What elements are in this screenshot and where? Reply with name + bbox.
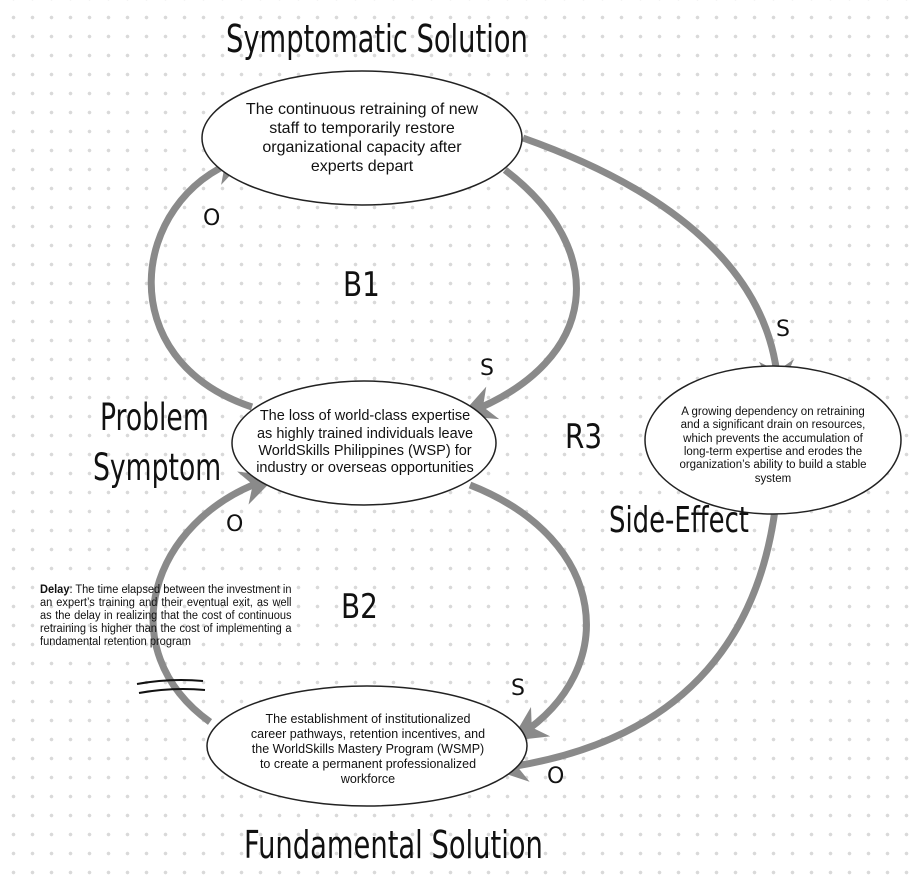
link-problem-to-fundamental <box>468 481 590 741</box>
side-effect-node-text: A growing dependency on retraining and a… <box>679 405 867 485</box>
link-symptomatic-to-side-effect <box>521 134 794 396</box>
polarity-problem-to-symptomatic: O <box>203 206 221 231</box>
symptomatic-node-text: The continuous retraining of new staff t… <box>245 100 479 176</box>
polarity-side-effect-to-fundamental: O <box>547 764 565 789</box>
fundamental-solution-heading: Fundamental Solution <box>244 823 543 867</box>
problem-symptom-heading-line2: Symptom <box>93 446 222 489</box>
symptomatic-solution-heading: Symptomatic Solution <box>226 17 528 61</box>
polarity-symptomatic-to-side-effect: S <box>776 317 790 342</box>
side-effect-heading: Side-Effect <box>609 500 749 541</box>
delay-note: Delay: The time elapsed between the inve… <box>40 584 292 649</box>
link-side-effect-to-fundamental <box>492 509 779 782</box>
polarity-fundamental-to-problem: O <box>226 512 244 537</box>
loop-label-r3: R3 <box>565 417 603 457</box>
loop-label-b1: B1 <box>343 265 380 305</box>
problem-node-shape <box>231 380 497 506</box>
link-problem-to-symptomatic <box>147 152 254 411</box>
link-symptomatic-to-problem <box>460 167 580 420</box>
side-effect-node-shape <box>644 365 902 515</box>
polarity-problem-to-fundamental: S <box>511 676 525 701</box>
problem-symptom-heading-line1: Problem <box>100 396 209 439</box>
fundamental-node-text: The establishment of institutionalized c… <box>250 711 486 786</box>
fundamental-node-shape <box>206 685 528 807</box>
polarity-symptomatic-to-problem: S <box>480 356 494 381</box>
problem-node-text: The loss of world-class expertise as hig… <box>256 408 474 477</box>
delay-marker <box>136 679 206 694</box>
loop-label-b2: B2 <box>341 587 378 627</box>
delay-note-text: : The time elapsed between the investmen… <box>40 584 292 648</box>
delay-note-label: Delay <box>40 584 70 596</box>
symptomatic-node-shape <box>201 70 523 206</box>
link-fundamental-to-problem <box>149 471 276 725</box>
